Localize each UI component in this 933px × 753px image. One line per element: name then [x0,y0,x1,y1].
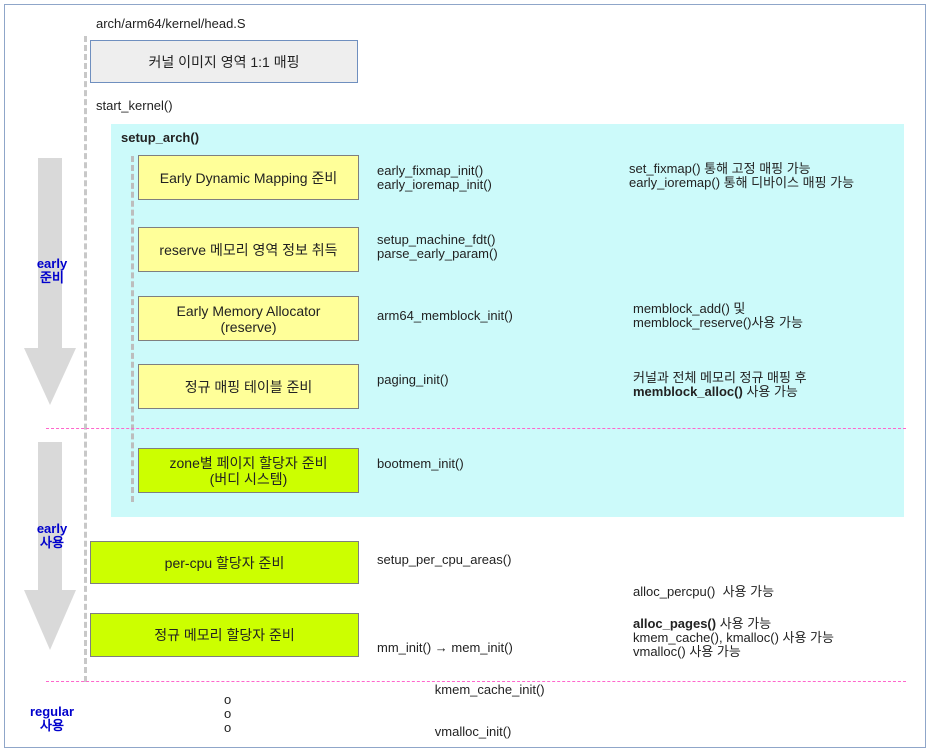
ellipsis-dot: o [224,706,232,721]
step-box-label: Early Dynamic Mapping 준비 [159,169,338,186]
setup-arch-label: setup_arch() [121,130,200,145]
phase-arrows [24,158,76,650]
notes-paging: 커널과 전체 메모리 정규 매핑 후 memblock_alloc() 사용 가… [633,371,807,399]
step-box-label: per-cpu 할당자 준비 [164,554,285,571]
note-line: memblock_alloc() 사용 가능 [633,385,807,399]
note-line: 커널과 전체 메모리 정규 매핑 후 [633,370,807,385]
note-line: vmalloc() 사용 가능 [633,644,741,659]
func-name: paging_init() [377,372,449,387]
note-func-emphasis: alloc_pages() [633,616,717,631]
notes-early-dynamic-mapping: set_fixmap() 통해 고정 매핑 가능 early_ioremap()… [629,162,854,190]
func-name: mm_init() → mem_init() [377,640,513,655]
ellipsis-dot: o [224,692,232,707]
note-line: early_ioremap() 통해 디바이스 매핑 가능 [629,175,855,190]
func-name: early_fixmap_init() [377,163,484,178]
funcs-per-cpu: setup_per_cpu_areas() [377,553,511,567]
phase-label-regular-use: regular 사용 [22,705,82,733]
continuation-ellipsis: o o o [224,693,231,735]
funcs-regular-allocator: mm_init() → mem_init() kmem_cache_init()… [377,613,545,753]
note-func-emphasis: memblock_alloc() [633,384,743,399]
note-suffix: 사용 가능 [716,616,772,631]
identity-map-label: 커널 이미지 영역 1:1 매핑 [148,53,300,70]
diagram-frame [4,4,926,748]
step-box-regular-allocator: 정규 메모리 할당자 준비 [90,613,359,657]
phase-label-line: regular [29,704,75,719]
phase-label-line: 사용 [40,535,64,550]
func-name: kmem_cache_init() [377,682,545,697]
phase-label-line: early [36,521,68,536]
ellipsis-dot: o [224,720,232,735]
funcs-early-memory-allocator: arm64_memblock_init() [377,309,513,323]
phase-label-line: 준비 [40,270,64,285]
step-box-sublabel: (버디 시스템) [209,470,288,487]
func-name: early_ioremap_init() [377,177,492,192]
notes-regular-allocator: alloc_pages() 사용 가능 kmem_cache(), kmallo… [633,617,834,659]
phase-label-line: 사용 [40,718,64,733]
phase-label-early-use: early 사용 [22,522,82,550]
step-box-label: Early Memory Allocator [176,302,321,319]
note-line: kmem_cache(), kmalloc() 사용 가능 [633,630,834,645]
early-prepare-arrow [24,158,76,405]
step-box-early-dynamic-mapping: Early Dynamic Mapping 준비 [138,155,359,200]
early-use-arrow [24,442,76,650]
func-name: setup_per_cpu_areas() [377,552,512,567]
head-s-path: arch/arm64/kernel/head.S [96,16,246,31]
step-box-label: 정규 매핑 테이블 준비 [184,378,313,395]
step-box-sublabel: (reserve) [220,318,277,335]
step-box-label: 정규 메모리 할당자 준비 [154,627,295,643]
funcs-zone-allocator: bootmem_init() [377,457,464,471]
start-kernel-label: start_kernel() [96,98,173,113]
func-name: bootmem_init() [377,456,464,471]
notes-early-memory-allocator: memblock_add() 및 memblock_reserve()사용 가능 [633,302,803,330]
step-box-label: zone별 페이지 할당자 준비 [169,454,328,471]
note-suffix: 사용 가능 [742,384,798,399]
func-name: arm64_memblock_init() [377,308,513,323]
step-box-zone-page-allocator: zone별 페이지 할당자 준비 (버디 시스템) [138,448,359,493]
note-line: set_fixmap() 통해 고정 매핑 가능 [629,161,811,176]
step-box-paging-tables: 정규 매핑 테이블 준비 [138,364,359,409]
funcs-early-dynamic-mapping: early_fixmap_init() early_ioremap_init() [377,164,492,192]
step-box-early-memory-allocator: Early Memory Allocator (reserve) [138,296,359,341]
note-line: alloc_pages() 사용 가능 [633,617,834,631]
setup-arch-timeline-line [131,156,134,502]
phase-separator-1 [46,428,906,429]
func-name: setup_machine_fdt() [377,232,496,247]
phase-label-line: early [36,256,68,271]
phase-separator-2 [46,681,906,682]
funcs-reserve-memory: setup_machine_fdt() parse_early_param() [377,233,498,261]
note-line: alloc_percpu() 사용 가능 [633,584,775,599]
notes-per-cpu: alloc_percpu() 사용 가능 [633,557,774,613]
identity-map-box: 커널 이미지 영역 1:1 매핑 [90,40,358,83]
main-timeline-line [84,36,87,682]
step-box-reserve-memory: reserve 메모리 영역 정보 취득 [138,227,359,272]
func-name: vmalloc_init() [377,724,512,739]
note-line: memblock_add() 및 [633,301,746,316]
funcs-paging: paging_init() [377,373,449,387]
note-line: memblock_reserve()사용 가능 [633,315,803,330]
func-name: parse_early_param() [377,246,498,261]
step-box-per-cpu-allocator: per-cpu 할당자 준비 [90,541,359,584]
phase-label-early-prepare: early 준비 [22,257,82,285]
step-box-label: reserve 메모리 영역 정보 취득 [159,241,338,258]
